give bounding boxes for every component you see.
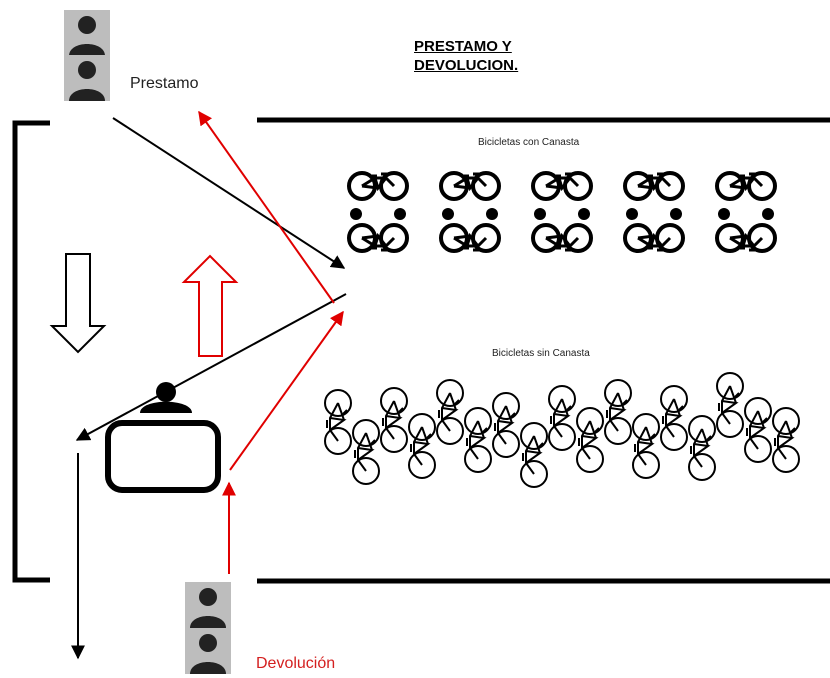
bicycle-icon xyxy=(436,379,464,445)
bicycle-icon xyxy=(464,407,492,473)
diagram-title-line2: DEVOLUCION. xyxy=(414,57,519,74)
bicycle-icon xyxy=(531,171,593,201)
bicycle-icon xyxy=(632,413,660,479)
diagram-title-line1: PRESTAMO Y xyxy=(414,38,512,55)
bicycle-icon xyxy=(324,389,352,455)
bicycle-icon xyxy=(520,422,548,488)
devolucion-label: Devolución xyxy=(256,655,336,672)
bikes-with-basket-group xyxy=(347,171,777,253)
bicycle-icon xyxy=(660,385,688,451)
basket-icon xyxy=(350,208,362,220)
up-hollow-arrow xyxy=(181,254,239,357)
basket-icon xyxy=(762,208,774,220)
loan-arrow-to-bikes xyxy=(112,117,346,269)
person-avatar-icon xyxy=(64,10,110,56)
basket-icon xyxy=(578,208,590,220)
bikes-without-basket-group xyxy=(324,372,800,488)
attendant-desk xyxy=(105,382,221,493)
bicycle-icon xyxy=(408,413,436,479)
bicycle-icon xyxy=(715,223,777,253)
bicycle-icon xyxy=(492,392,520,458)
bicycle-icon xyxy=(347,223,409,253)
bicycle-icon xyxy=(439,171,501,201)
person-avatar-icon xyxy=(185,628,231,674)
room-outline xyxy=(12,117,830,584)
down-hollow-arrow xyxy=(49,253,107,354)
basket-icon xyxy=(670,208,682,220)
bicycle-icon xyxy=(623,171,685,201)
basket-icon xyxy=(718,208,730,220)
bicycle-icon xyxy=(380,387,408,453)
basket-icon xyxy=(394,208,406,220)
bicycle-icon xyxy=(352,419,380,485)
bicycle-icon xyxy=(439,223,501,253)
bicycle-icon xyxy=(744,397,772,463)
bikes-without-basket-label: Bicicletas sin Canasta xyxy=(492,348,590,359)
return-arrow-to-bikes xyxy=(229,310,344,471)
person-avatar-icon xyxy=(185,582,231,628)
bicycle-icon xyxy=(347,171,409,201)
bicycle-icon xyxy=(623,223,685,253)
basket-icon xyxy=(486,208,498,220)
basket-icon xyxy=(534,208,546,220)
basket-icon xyxy=(442,208,454,220)
bicycle-icon xyxy=(548,385,576,451)
bicycle-icon xyxy=(576,407,604,473)
person-avatar-icon xyxy=(64,55,110,101)
loan-arrow-to-exit-point xyxy=(75,293,347,441)
bicycle-icon xyxy=(772,407,800,473)
return-arrow-up xyxy=(198,110,335,304)
bicycle-icon xyxy=(688,415,716,481)
prestamo-label: Prestamo xyxy=(130,75,199,92)
bicycle-icon xyxy=(531,223,593,253)
basket-icon xyxy=(626,208,638,220)
bicycle-icon xyxy=(716,372,744,438)
bicycle-icon xyxy=(715,171,777,201)
bikes-with-basket-label: Bicicletas con Canasta xyxy=(478,137,580,148)
bicycle-icon xyxy=(604,379,632,445)
